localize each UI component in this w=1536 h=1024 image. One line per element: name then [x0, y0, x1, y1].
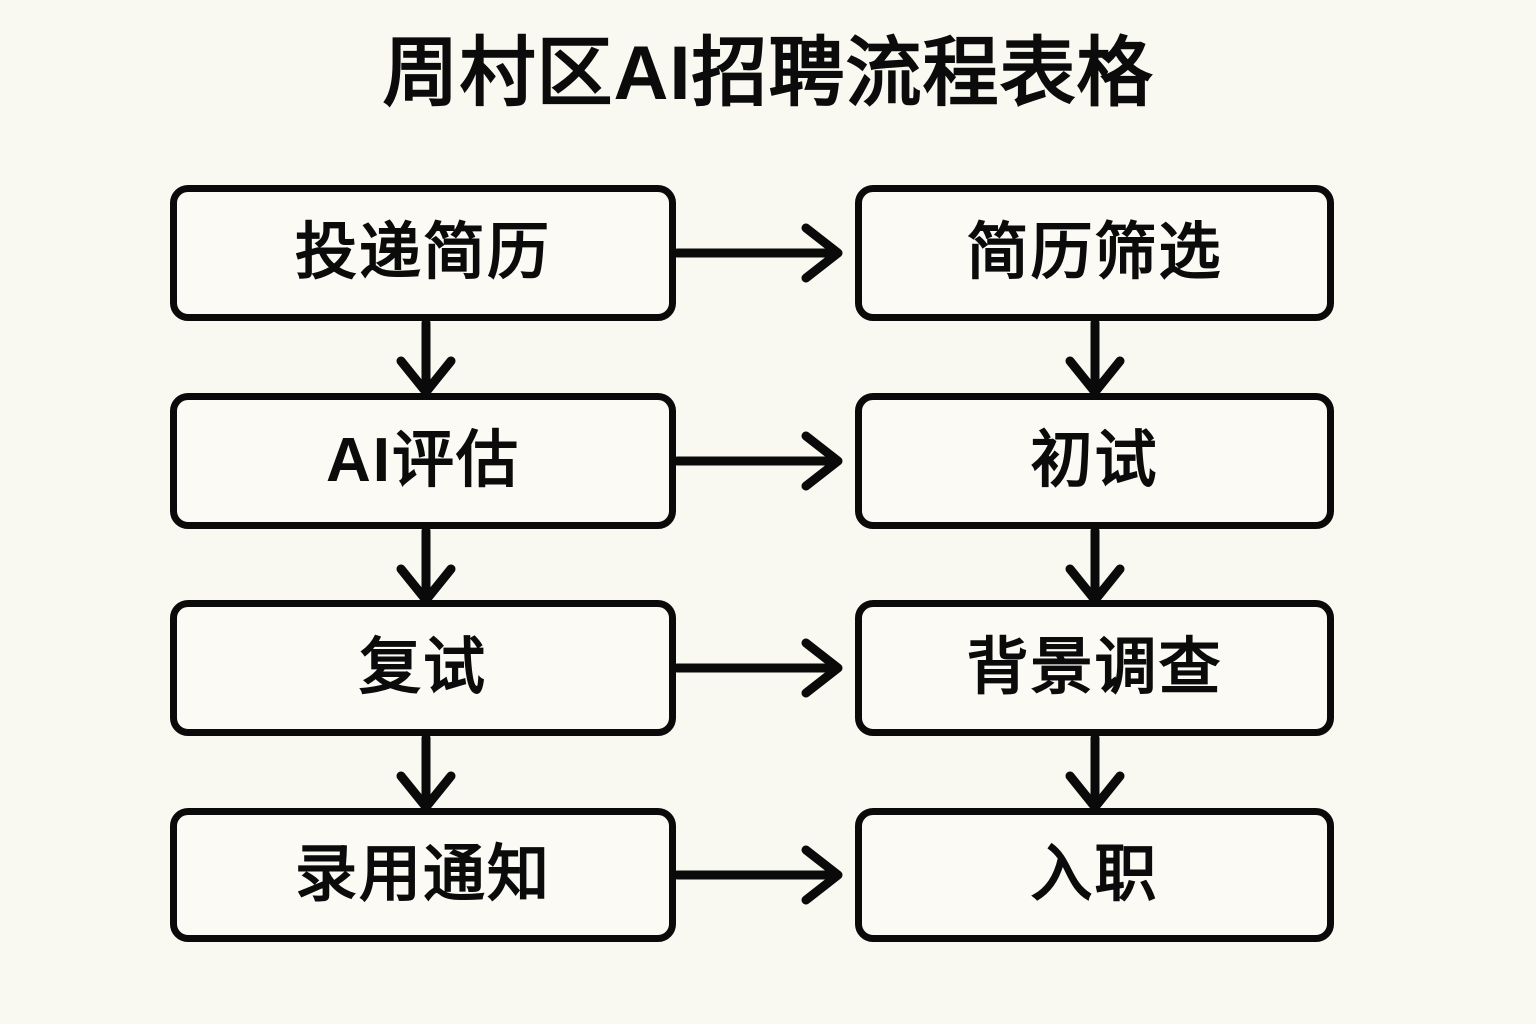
flow-node-ai-assessment[interactable]: AI评估: [170, 393, 676, 529]
flow-node-label: 简历筛选: [966, 218, 1223, 287]
arrow-n3-to-n5: [396, 526, 456, 605]
flow-node-onboarding[interactable]: 入职: [855, 808, 1334, 942]
arrow-n1-to-n2: [672, 223, 843, 283]
flow-node-resume-screening[interactable]: 简历筛选: [855, 185, 1334, 321]
flow-node-offer-notice[interactable]: 录用通知: [170, 808, 676, 942]
flow-node-label: 投递简历: [294, 218, 551, 287]
arrow-n5-to-n7: [396, 733, 456, 812]
arrow-n5-to-n6: [672, 638, 843, 698]
flow-node-label: 初试: [1030, 426, 1159, 495]
flow-node-label: 背景调查: [966, 633, 1223, 702]
flow-node-first-interview[interactable]: 初试: [855, 393, 1334, 529]
flow-node-second-interview[interactable]: 复试: [170, 600, 676, 736]
flow-node-background-check[interactable]: 背景调查: [855, 600, 1334, 736]
arrow-n4-to-n6: [1065, 526, 1125, 605]
flow-node-label: 入职: [1030, 840, 1159, 909]
arrow-n7-to-n8: [672, 845, 843, 905]
arrow-n2-to-n4: [1065, 318, 1125, 397]
flow-node-label: 复试: [358, 633, 487, 702]
arrow-n3-to-n4: [672, 431, 843, 491]
page-title: 周村区AI招聘流程表格: [382, 31, 1154, 116]
arrow-n1-to-n3: [396, 318, 456, 397]
flow-node-submit-resume[interactable]: 投递简历: [170, 185, 676, 321]
flow-node-label: 录用通知: [294, 840, 551, 909]
flow-node-label: AI评估: [325, 426, 520, 495]
arrow-n6-to-n8: [1065, 733, 1125, 812]
